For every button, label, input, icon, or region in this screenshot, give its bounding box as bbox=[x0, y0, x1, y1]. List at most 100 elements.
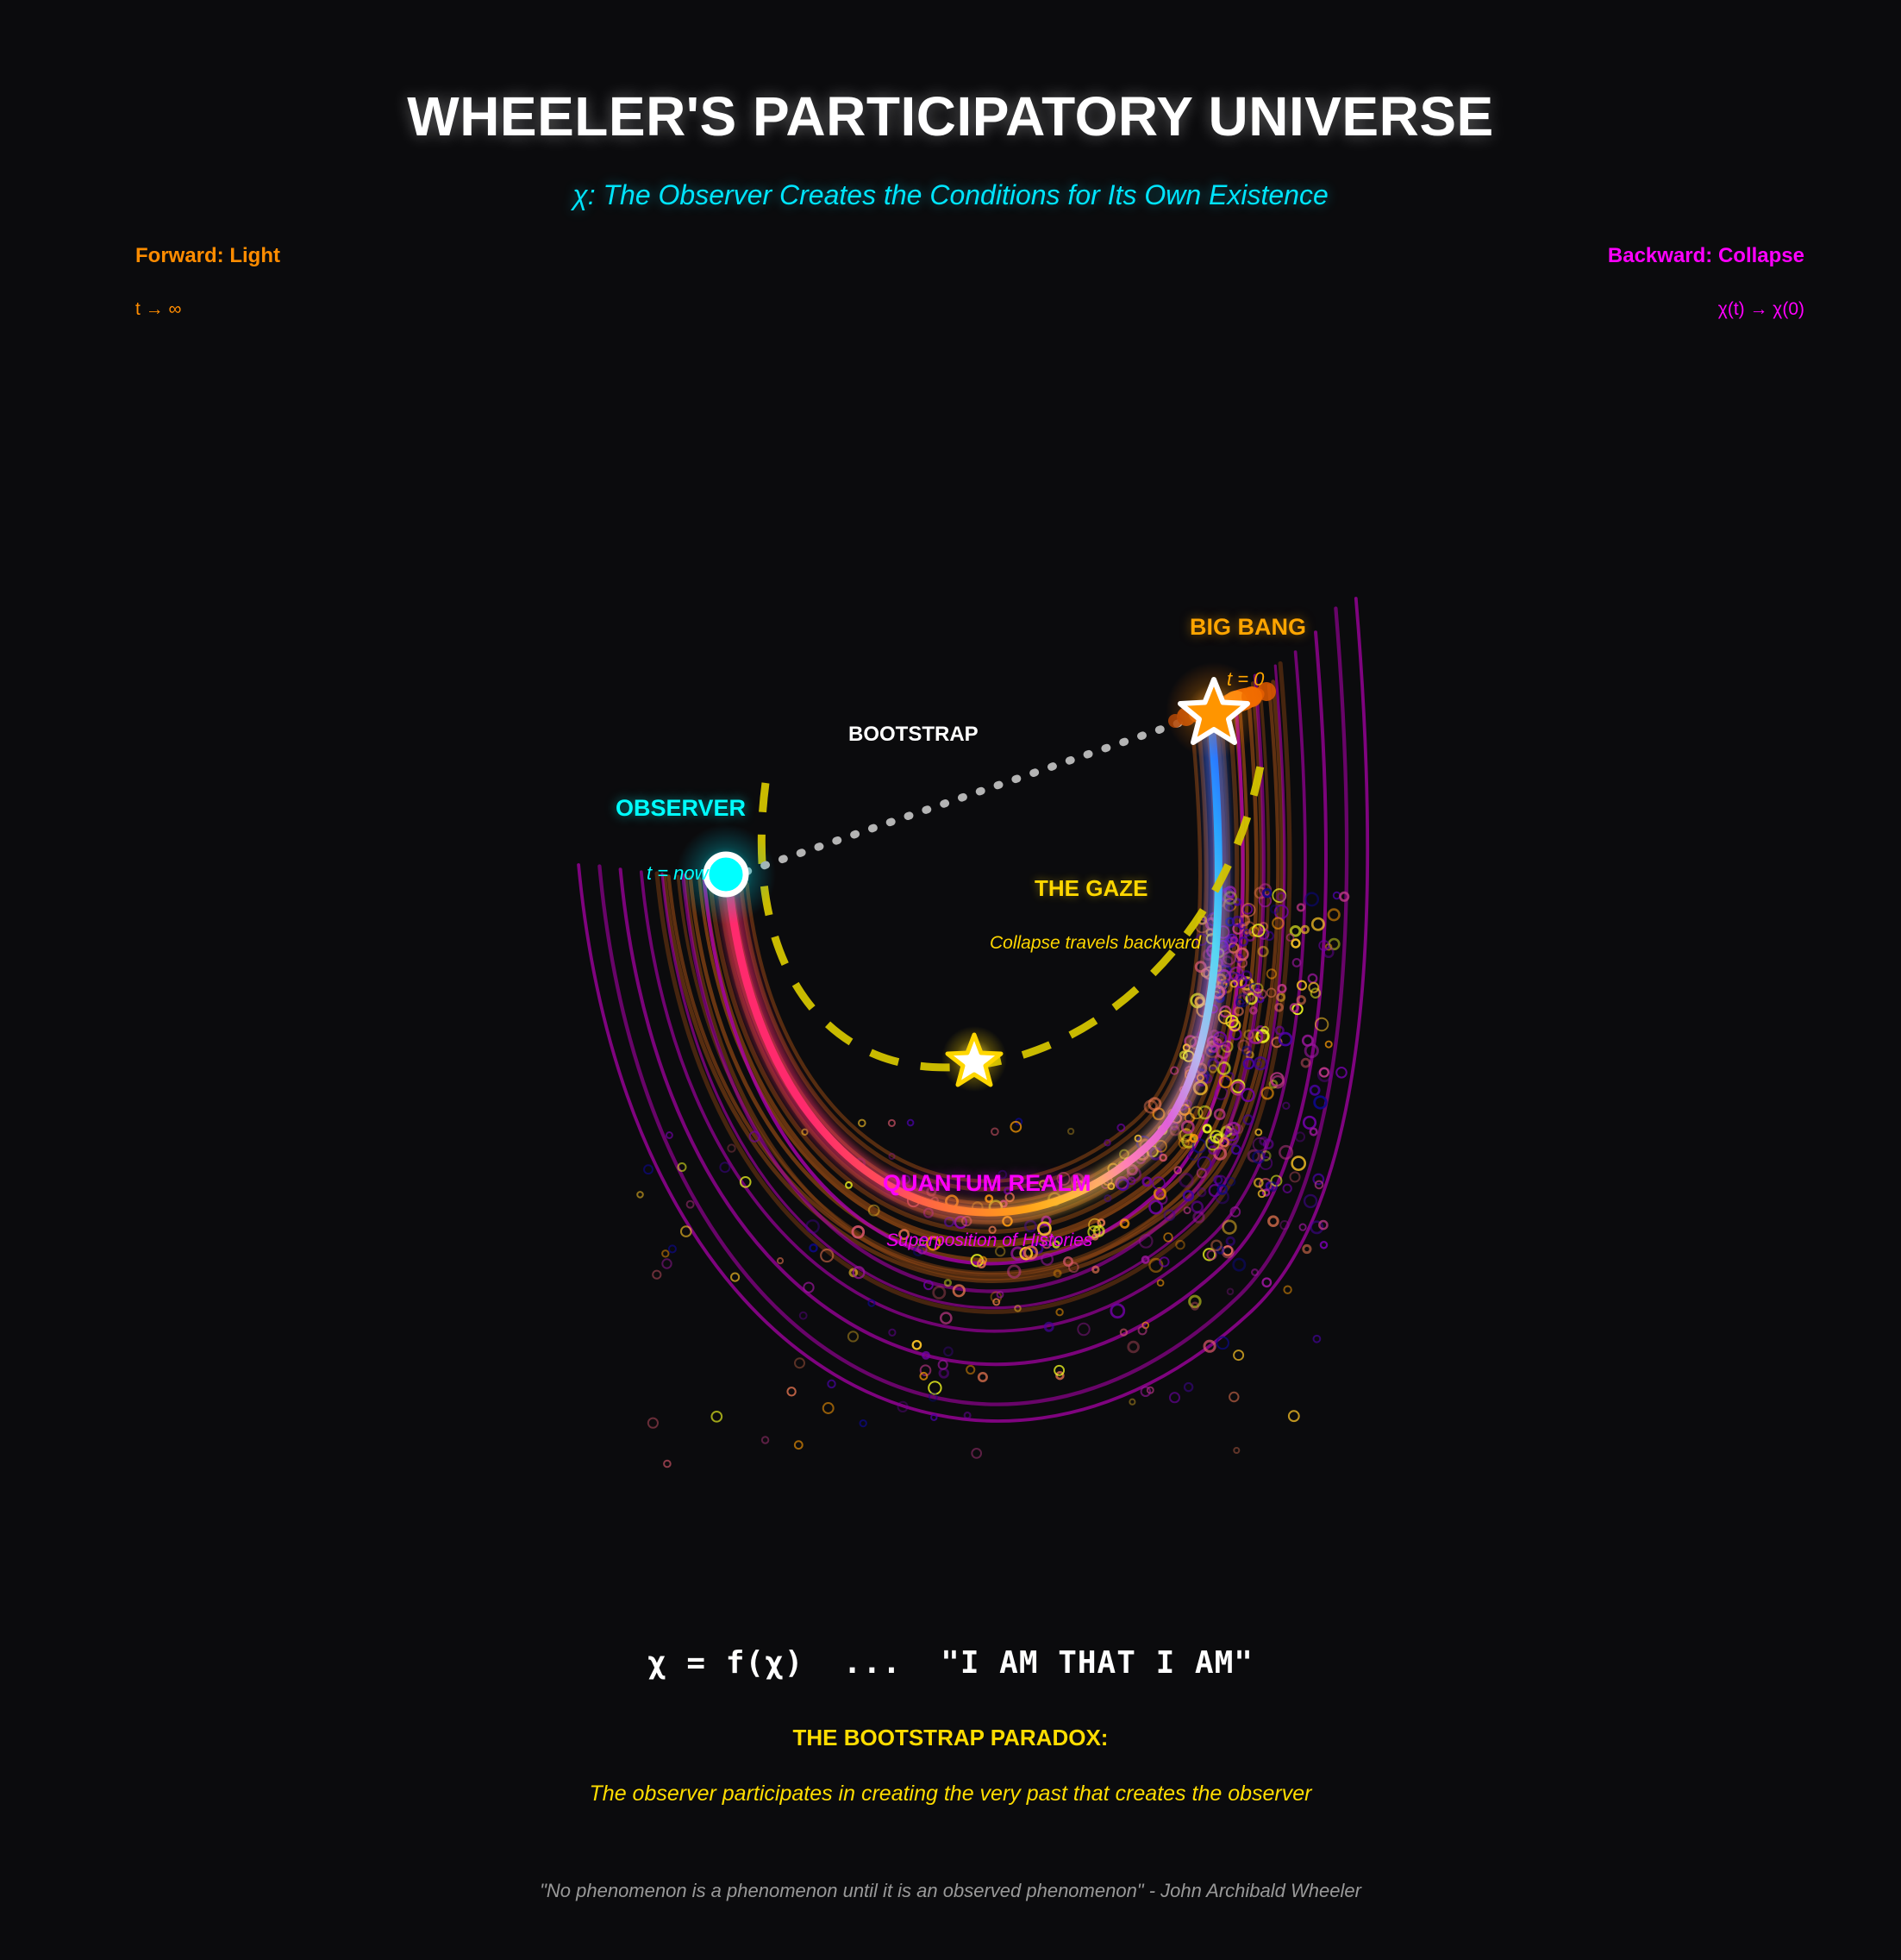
quantum-particle bbox=[858, 1118, 866, 1128]
quantum-particle bbox=[1270, 1174, 1283, 1187]
quantum-particle bbox=[1183, 1206, 1191, 1215]
self-observation-arc bbox=[724, 718, 1223, 1217]
quantum-particle bbox=[1216, 1184, 1229, 1195]
quantum-particle bbox=[1104, 1138, 1111, 1147]
quantum-particle bbox=[1223, 891, 1238, 905]
quantum-particle bbox=[1190, 993, 1206, 1009]
quantum-particle bbox=[1210, 911, 1221, 923]
quantum-particle bbox=[1238, 914, 1251, 927]
quantum-particle bbox=[1324, 1040, 1333, 1049]
quantum-particle bbox=[1127, 1176, 1136, 1186]
quantum-particle bbox=[1230, 1144, 1241, 1155]
quantum-particle bbox=[1241, 970, 1253, 982]
quantum-particle bbox=[1253, 988, 1262, 998]
quantum-particle bbox=[1327, 908, 1341, 922]
big-bang-time-label: t = 0 bbox=[1227, 668, 1265, 690]
quantum-particle bbox=[1197, 1155, 1212, 1171]
quantum-realm-sublabel: Superposition of Histories bbox=[886, 1230, 1093, 1250]
quantum-particle bbox=[1335, 1067, 1348, 1079]
quantum-particle bbox=[1223, 1130, 1240, 1146]
quantum-particle bbox=[1206, 1035, 1219, 1048]
quantum-particle bbox=[1253, 1034, 1263, 1044]
quantum-particle bbox=[1259, 922, 1269, 931]
backward-arrow-value: χ(t) → χ(0) bbox=[1717, 299, 1804, 319]
quantum-particle bbox=[1232, 923, 1244, 935]
quantum-particle bbox=[1221, 1245, 1235, 1259]
quantum-particle bbox=[1157, 1124, 1168, 1136]
quantum-particle bbox=[1241, 921, 1256, 935]
quantum-particle bbox=[1213, 1108, 1226, 1121]
quantum-particle bbox=[859, 1418, 867, 1428]
quantum-particle bbox=[1119, 1328, 1129, 1337]
quantum-particle bbox=[1291, 1155, 1307, 1171]
quantum-particle bbox=[1278, 1031, 1293, 1047]
quantum-particle bbox=[809, 1243, 818, 1253]
forward-arrow-label: Forward: Light bbox=[135, 244, 280, 267]
observer-node[interactable] bbox=[703, 851, 749, 898]
quantum-particle bbox=[1251, 1268, 1259, 1276]
quantum-particle bbox=[1268, 1079, 1279, 1089]
quantum-particle bbox=[1203, 1339, 1216, 1353]
quantum-particle bbox=[1291, 1003, 1304, 1016]
quantum-particle bbox=[1242, 928, 1252, 937]
quantum-particle bbox=[1260, 1086, 1274, 1100]
quantum-particle bbox=[1154, 1189, 1165, 1201]
quantum-particle bbox=[937, 1359, 948, 1370]
quantum-particle bbox=[1220, 1125, 1233, 1138]
quantum-particle bbox=[988, 1199, 1004, 1214]
quantum-particle bbox=[1054, 1364, 1066, 1376]
gaze-arc bbox=[757, 765, 1265, 1072]
quantum-particle bbox=[1197, 916, 1206, 925]
quantum-particle bbox=[1218, 987, 1228, 996]
quantum-particle bbox=[1211, 990, 1221, 1000]
quantum-particle bbox=[1156, 1193, 1168, 1205]
quantum-particle bbox=[971, 1201, 984, 1213]
quantum-particle bbox=[1302, 1243, 1312, 1255]
quantum-particle bbox=[1318, 1219, 1329, 1230]
quantum-particle bbox=[1143, 1099, 1158, 1114]
quantum-particle bbox=[930, 1413, 938, 1421]
quantum-particle bbox=[1204, 917, 1219, 931]
quantum-particle bbox=[1224, 936, 1236, 949]
quantum-particle bbox=[1318, 1067, 1329, 1078]
quantum-particle bbox=[1236, 994, 1248, 1005]
quantum-particle bbox=[1242, 1114, 1254, 1125]
quantum-particle bbox=[919, 1364, 932, 1376]
quantum-particle bbox=[1303, 1193, 1318, 1209]
quantum-particle bbox=[1241, 984, 1254, 996]
quantum-particle bbox=[1147, 1097, 1162, 1112]
quantum-particle bbox=[1217, 1010, 1233, 1024]
quantum-particle bbox=[1135, 1135, 1152, 1151]
quantum-particle bbox=[1116, 1123, 1126, 1132]
quantum-particle bbox=[793, 1440, 804, 1450]
quantum-particle bbox=[1210, 1239, 1223, 1252]
quantum-particle bbox=[1154, 1139, 1167, 1153]
quantum-particle bbox=[1323, 946, 1335, 959]
history-arc bbox=[745, 739, 1203, 1183]
quantum-particle bbox=[719, 1162, 731, 1174]
quantum-particle bbox=[1216, 968, 1231, 984]
quantum-particle bbox=[932, 1286, 947, 1299]
quantum-particle bbox=[1194, 961, 1207, 974]
quantum-arc bbox=[681, 673, 1266, 1293]
quantum-particle bbox=[1206, 1249, 1217, 1261]
quantum-particle bbox=[1194, 1068, 1210, 1084]
quantum-particle bbox=[1163, 1232, 1173, 1243]
quantum-particle bbox=[1216, 979, 1229, 991]
quantum-particle bbox=[1055, 1370, 1065, 1381]
quantum-particle bbox=[1175, 1239, 1185, 1250]
quantum-particle bbox=[1212, 1133, 1224, 1144]
wheeler-quote: "No phenomenon is a phenomenon until it … bbox=[540, 1880, 1361, 1901]
gaze-sublabel: Collapse travels backward bbox=[990, 933, 1202, 953]
quantum-particle bbox=[667, 1244, 677, 1254]
quantum-particle bbox=[1216, 1336, 1229, 1350]
quantum-particle bbox=[1282, 1183, 1292, 1193]
quantum-particle bbox=[1178, 1103, 1191, 1116]
history-arcs bbox=[654, 661, 1292, 1314]
quantum-particle bbox=[1148, 1257, 1164, 1273]
quantum-particle bbox=[1276, 892, 1287, 902]
quantum-particle bbox=[1171, 1112, 1183, 1124]
quantum-particle bbox=[1252, 1150, 1266, 1164]
quantum-particle bbox=[854, 1157, 866, 1168]
